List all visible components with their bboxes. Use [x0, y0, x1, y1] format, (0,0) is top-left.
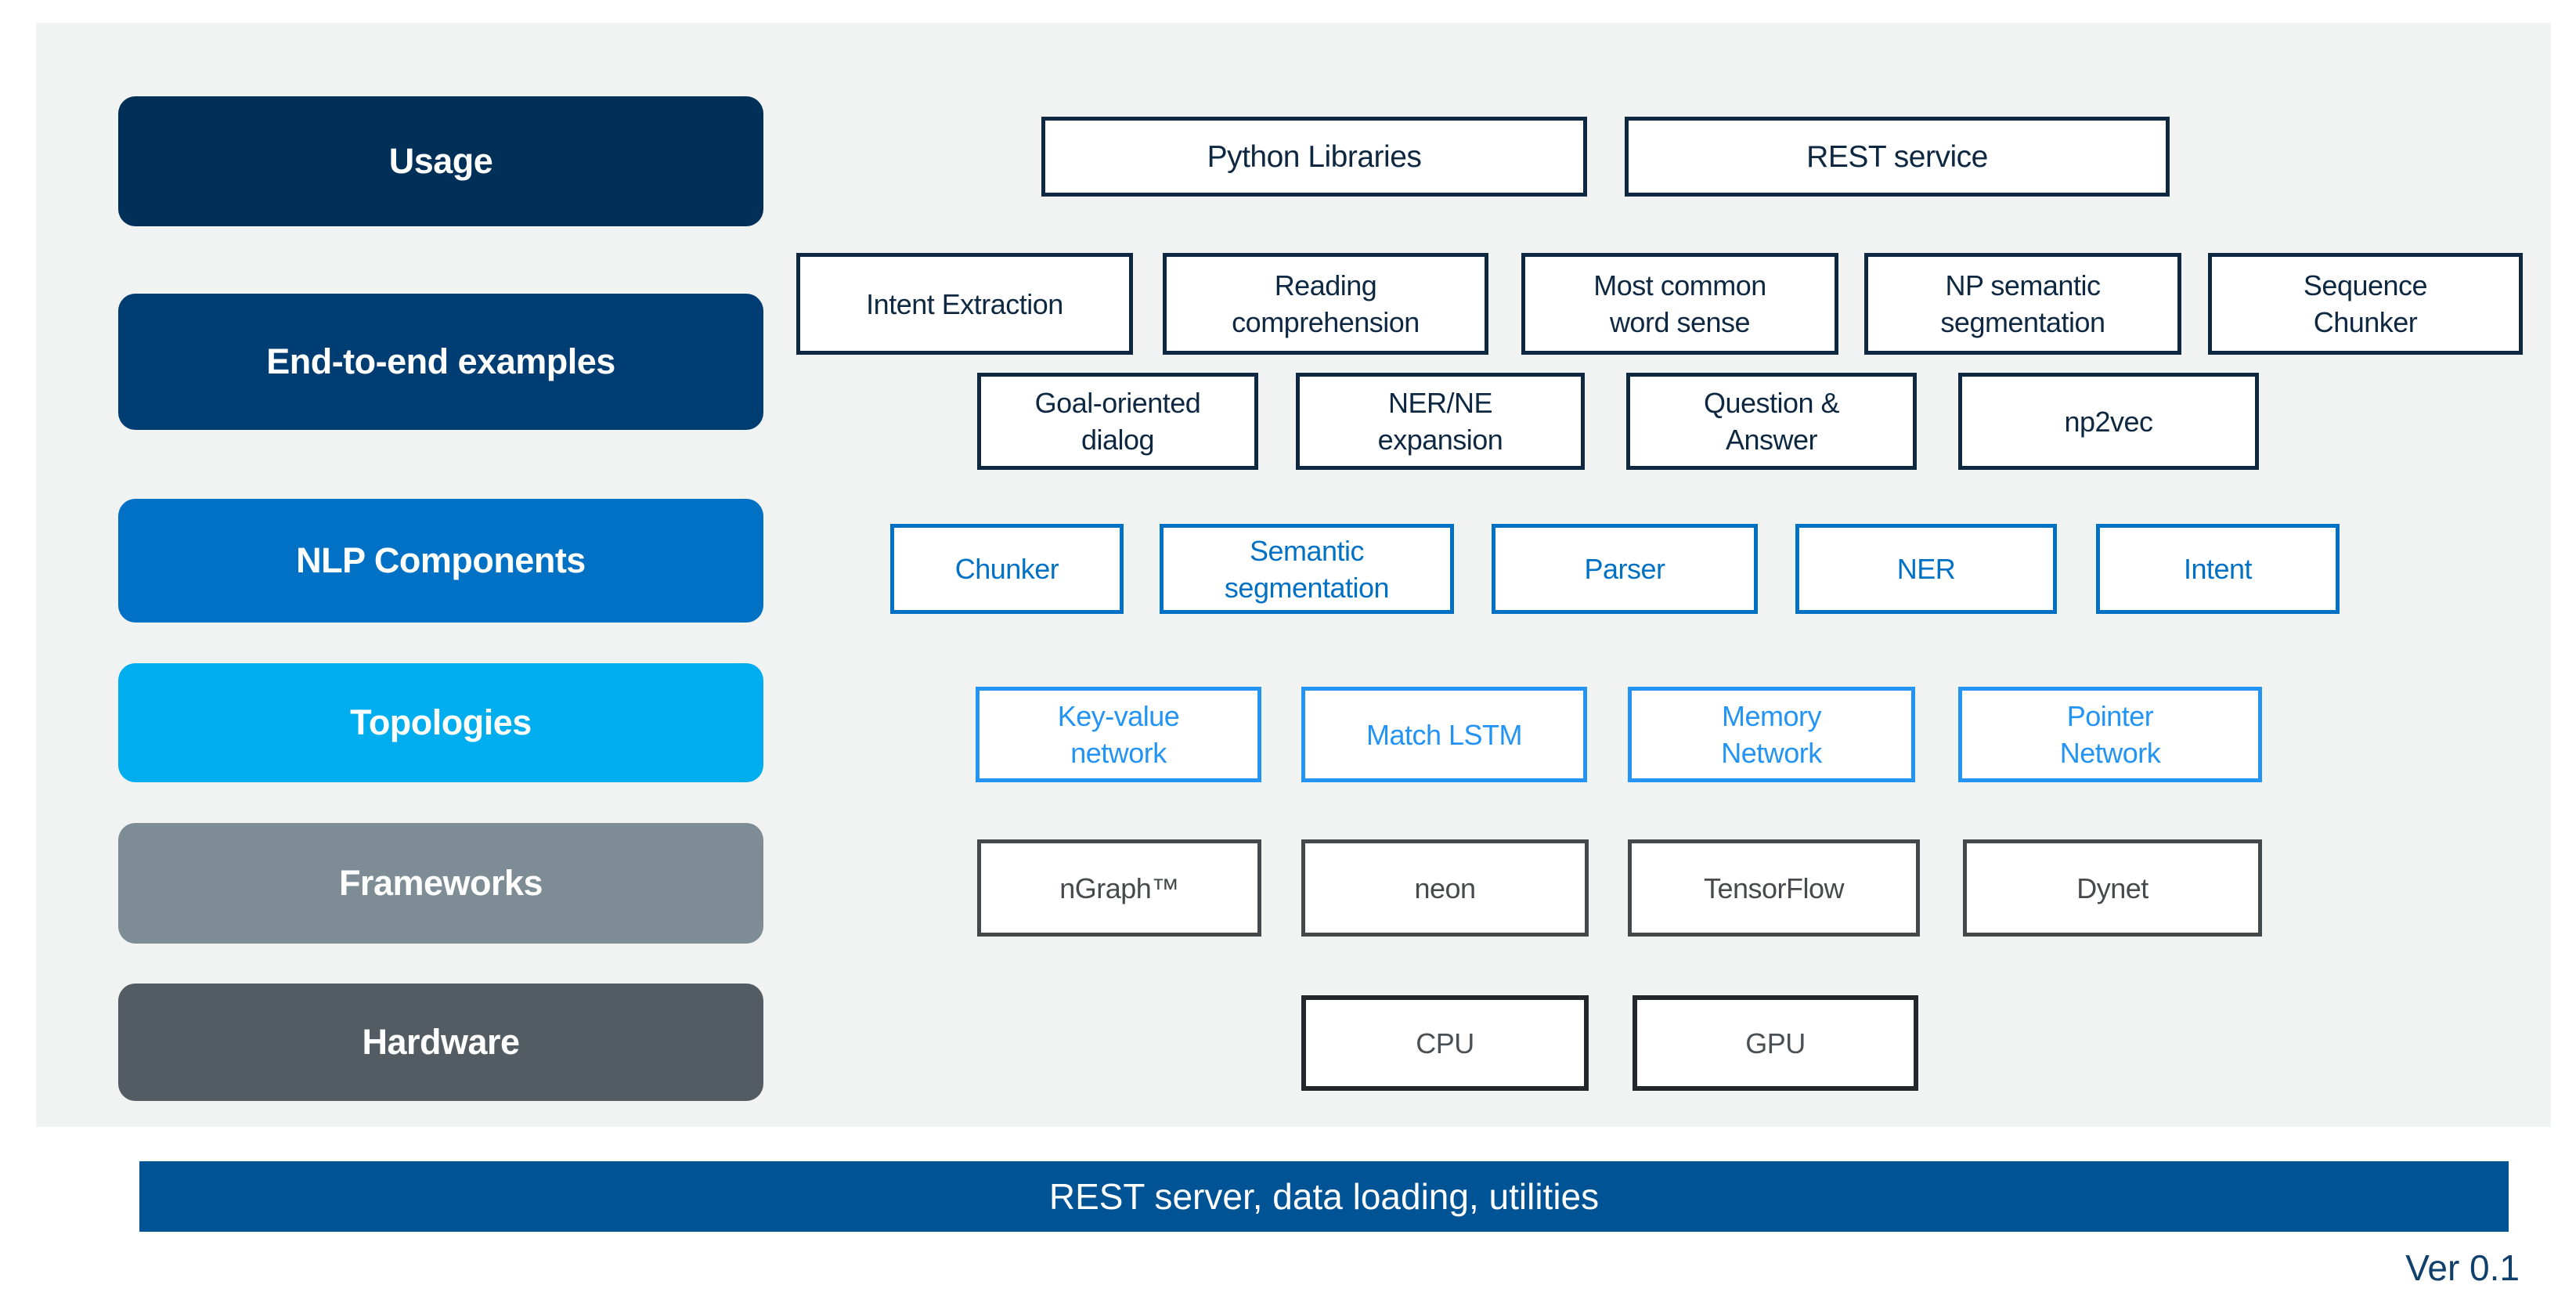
box-label: Network — [2059, 737, 2161, 769]
box-label: segmentation — [1940, 306, 2105, 338]
box-ngraph: nGraph™ — [977, 839, 1261, 937]
box-reading-comprehension: Reading comprehension — [1163, 253, 1488, 355]
box-label: network — [1070, 737, 1167, 769]
box-label: Key-value — [1057, 700, 1180, 732]
rest-server-bar: REST server, data loading, utilities — [139, 1161, 2509, 1232]
box-match-lstm: Match LSTM — [1301, 687, 1587, 782]
box-intent: Intent — [2096, 524, 2340, 614]
box-label: Memory — [1721, 700, 1822, 732]
box-label: Answer — [1725, 424, 1818, 456]
box-label: NER/NE — [1387, 387, 1493, 419]
box-label: Match LSTM — [1366, 718, 1523, 751]
box-neon: neon — [1301, 839, 1589, 937]
box-label: Intent Extraction — [866, 287, 1063, 320]
layer-label-hardware: Hardware — [118, 984, 763, 1101]
layer-label-text: Frameworks — [338, 863, 543, 903]
box-key-value-network: Key-value network — [976, 687, 1261, 782]
rest-server-bar-label: REST server, data loading, utilities — [1048, 1176, 1600, 1217]
box-sequence-chunker: Sequence Chunker — [2208, 253, 2523, 355]
box-ner: NER — [1795, 524, 2057, 614]
layer-label-topologies: Topologies — [118, 663, 763, 782]
box-label: comprehension — [1232, 306, 1420, 338]
box-label: np2vec — [2064, 405, 2153, 438]
box-label: dialog — [1081, 424, 1155, 456]
box-label: CPU — [1416, 1027, 1474, 1059]
box-intent-extraction: Intent Extraction — [796, 253, 1133, 355]
box-label: TensorFlow — [1703, 872, 1845, 904]
layer-label-text: End-to-end examples — [266, 341, 615, 381]
box-label: Chunker — [2313, 306, 2418, 338]
box-chunker: Chunker — [890, 524, 1124, 614]
box-label: nGraph™ — [1059, 872, 1179, 904]
layer-label-nlp-components: NLP Components — [118, 499, 763, 623]
box-most-common-word-sense: Most common word sense — [1521, 253, 1838, 355]
version-label: Ver 0.1 — [2405, 1247, 2520, 1288]
box-label: Python Libraries — [1207, 139, 1422, 174]
box-np2vec: np2vec — [1958, 373, 2259, 470]
box-label: Goal-oriented — [1034, 387, 1201, 419]
box-label: Pointer — [2066, 700, 2154, 732]
box-pointer-network: Pointer Network — [1958, 687, 2262, 782]
box-ner-ne-expansion: NER/NE expansion — [1296, 373, 1585, 470]
box-parser: Parser — [1492, 524, 1758, 614]
layer-label-end-to-end-examples: End-to-end examples — [118, 294, 763, 430]
box-label: Semantic — [1249, 534, 1365, 567]
layer-label-text: Topologies — [350, 702, 532, 742]
box-python-libraries: Python Libraries — [1041, 117, 1587, 197]
box-label: Dynet — [2076, 872, 2148, 904]
box-label: neon — [1414, 872, 1476, 904]
box-dynet: Dynet — [1963, 839, 2262, 937]
box-label: Most common — [1593, 269, 1766, 301]
box-label: word sense — [1609, 306, 1751, 338]
box-label: Parser — [1584, 553, 1665, 585]
box-goal-oriented-dialog: Goal-oriented dialog — [977, 373, 1258, 470]
box-label: expansion — [1377, 424, 1503, 456]
box-label: NP semantic — [1945, 269, 2101, 301]
box-memory-network: Memory Network — [1628, 687, 1915, 782]
box-gpu: GPU — [1633, 995, 1918, 1091]
layer-label-text: Usage — [388, 141, 493, 181]
box-label: GPU — [1745, 1027, 1806, 1059]
box-cpu: CPU — [1301, 995, 1589, 1091]
box-label: REST service — [1806, 139, 1988, 174]
layer-label-usage: Usage — [118, 96, 763, 226]
box-label: NER — [1896, 553, 1956, 585]
box-label: Reading — [1274, 269, 1377, 301]
box-label: Sequence — [2303, 269, 2428, 301]
box-label: Network — [1721, 737, 1822, 769]
box-label: Chunker — [954, 553, 1059, 585]
box-rest-service: REST service — [1625, 117, 2170, 197]
box-label: Question & — [1703, 387, 1840, 419]
diagram-panel: Usage End-to-end examples NLP Components… — [36, 23, 2551, 1127]
box-tensorflow: TensorFlow — [1628, 839, 1920, 937]
box-np-semantic-segmentation: NP semantic segmentation — [1864, 253, 2181, 355]
layer-label-frameworks: Frameworks — [118, 823, 763, 944]
layer-label-text: NLP Components — [296, 540, 586, 580]
box-question-answer: Question & Answer — [1626, 373, 1917, 470]
box-label: Intent — [2183, 553, 2253, 585]
box-semantic-segmentation: Semantic segmentation — [1160, 524, 1454, 614]
layer-label-text: Hardware — [362, 1022, 520, 1062]
box-label: segmentation — [1224, 571, 1390, 604]
